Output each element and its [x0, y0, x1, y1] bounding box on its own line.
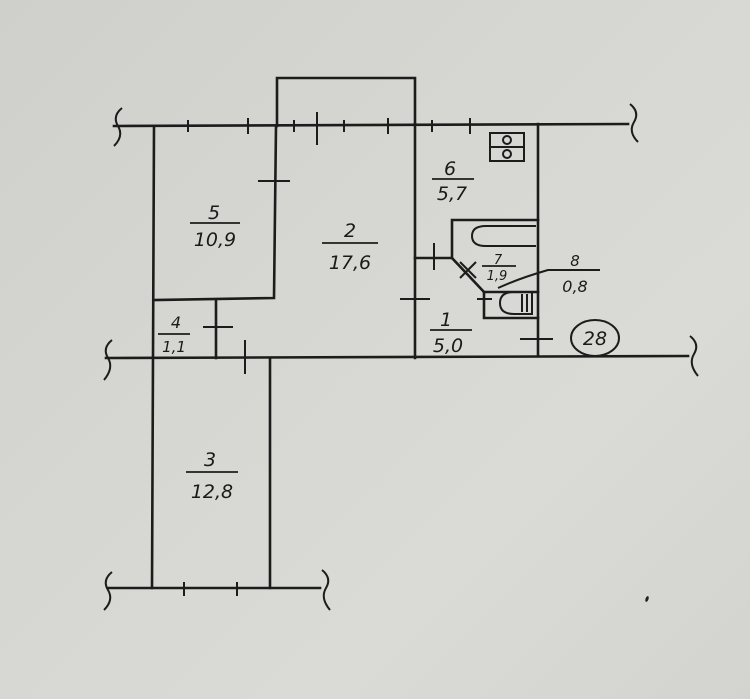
- svg-text:5: 5: [208, 202, 220, 224]
- svg-text:10,9: 10,9: [194, 229, 236, 251]
- svg-text:17,6: 17,6: [329, 252, 371, 274]
- svg-text:28: 28: [583, 328, 607, 350]
- ink-dot: [645, 596, 649, 602]
- walls: [104, 76, 690, 590]
- svg-text:1,9: 1,9: [487, 269, 508, 284]
- room-8-label: 8 0,8: [562, 252, 587, 296]
- room-8-leader: [497, 269, 600, 289]
- svg-text:8: 8: [570, 252, 580, 270]
- svg-text:5,7: 5,7: [437, 183, 467, 205]
- room-3-label: 3 12,8: [186, 449, 238, 503]
- room-4-label: 4 1,1: [158, 313, 190, 356]
- window-ticks: [183, 112, 471, 596]
- svg-text:0,8: 0,8: [562, 277, 587, 296]
- svg-text:6: 6: [444, 158, 456, 180]
- bathtub-icon: [470, 225, 536, 247]
- room-2-label: 2 17,6: [322, 220, 378, 274]
- room-1-label: 1 5,0: [430, 309, 472, 357]
- svg-text:4: 4: [171, 313, 181, 332]
- room-7-label: 7 1,9: [482, 253, 516, 284]
- toilet-icon: [498, 291, 533, 315]
- room-5-label: 5 10,9: [190, 202, 240, 251]
- svg-text:2: 2: [344, 220, 356, 242]
- door-marks: [203, 180, 553, 374]
- svg-text:3: 3: [204, 449, 216, 471]
- svg-text:1,1: 1,1: [162, 338, 186, 356]
- svg-text:12,8: 12,8: [191, 481, 233, 503]
- room-6-label: 6 5,7: [432, 158, 474, 205]
- svg-text:7: 7: [494, 253, 503, 268]
- svg-text:1: 1: [440, 309, 452, 331]
- svg-text:5,0: 5,0: [433, 335, 463, 357]
- stove-icon: [489, 132, 525, 162]
- apartment-number-badge: 28: [570, 319, 620, 357]
